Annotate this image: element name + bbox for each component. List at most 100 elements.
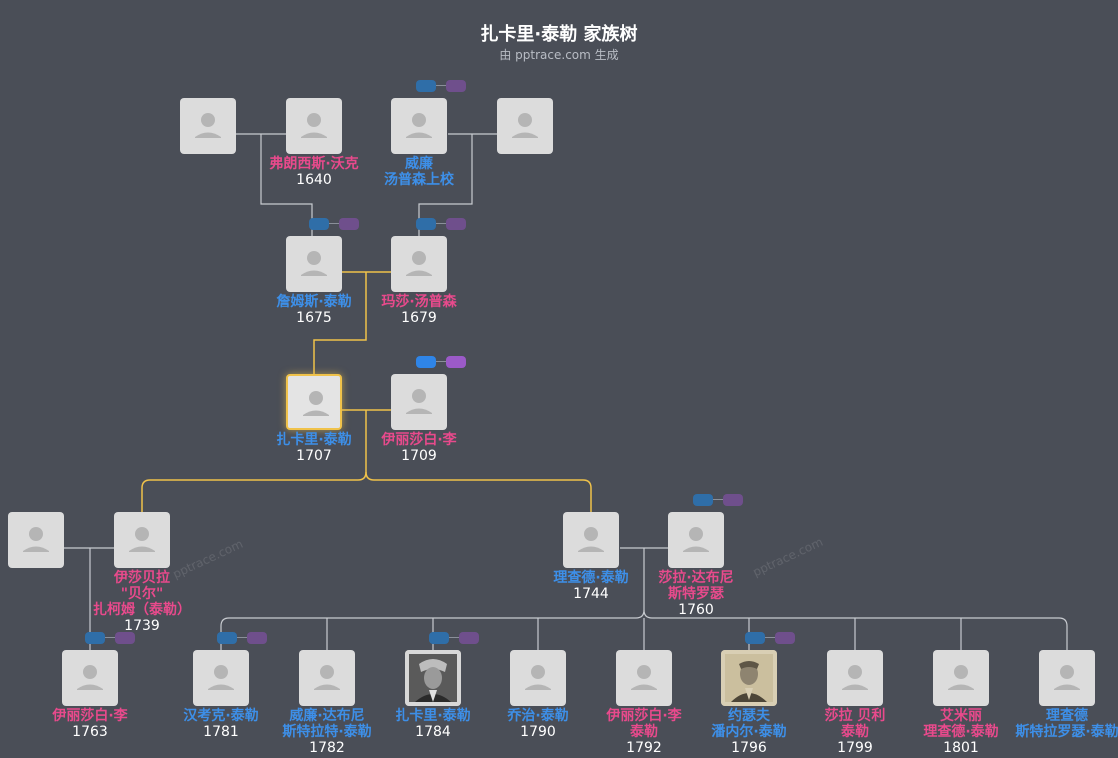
person-name[interactable]: 理查德·泰勒 bbox=[553, 570, 629, 586]
person-name[interactable]: 扎卡里·泰勒 bbox=[276, 432, 352, 448]
relationship-toggle[interactable] bbox=[217, 632, 277, 644]
person-name[interactable]: 汉考克·泰勒 bbox=[183, 708, 259, 724]
person-name[interactable]: 伊丽莎白·李 bbox=[52, 708, 128, 724]
person-avatar-icon[interactable] bbox=[286, 374, 342, 430]
female-line-toggle-icon[interactable] bbox=[446, 356, 466, 368]
lineage-line bbox=[141, 410, 367, 512]
person-avatar-icon[interactable] bbox=[510, 650, 566, 706]
female-line-toggle-icon[interactable] bbox=[339, 218, 359, 230]
children-bar bbox=[643, 609, 1068, 650]
male-line-toggle-icon[interactable] bbox=[693, 494, 713, 506]
person-birth-year: 1763 bbox=[72, 724, 108, 740]
person-avatar-icon[interactable] bbox=[286, 98, 342, 154]
female-line-toggle-icon[interactable] bbox=[247, 632, 267, 644]
person-name[interactable]: 莎拉·达布尼 斯特罗瑟 bbox=[658, 570, 734, 602]
person-avatar-icon[interactable] bbox=[286, 236, 342, 292]
person-avatar-icon[interactable] bbox=[114, 512, 170, 568]
male-line-toggle-icon[interactable] bbox=[416, 356, 436, 368]
female-line-toggle-icon[interactable] bbox=[775, 632, 795, 644]
male-line-toggle-icon[interactable] bbox=[85, 632, 105, 644]
male-line-toggle-icon[interactable] bbox=[309, 218, 329, 230]
toggle-link bbox=[765, 637, 775, 638]
male-line-toggle-icon[interactable] bbox=[217, 632, 237, 644]
male-line-toggle-icon[interactable] bbox=[429, 632, 449, 644]
person-avatar-icon[interactable] bbox=[827, 650, 883, 706]
female-line-toggle-icon[interactable] bbox=[446, 218, 466, 230]
male-line-toggle-icon[interactable] bbox=[416, 218, 436, 230]
lineage-line bbox=[365, 471, 592, 512]
person-birth-year: 1744 bbox=[573, 586, 609, 602]
person-name[interactable]: 约瑟夫 潘内尔·泰勒 bbox=[711, 708, 787, 740]
person-name[interactable]: 伊莎贝拉 "贝尔" 扎柯姆（泰勒） bbox=[93, 570, 191, 618]
person-avatar-icon[interactable] bbox=[62, 650, 118, 706]
person-birth-year: 1799 bbox=[837, 740, 873, 756]
person-avatar-icon[interactable] bbox=[616, 650, 672, 706]
person-birth-year: 1739 bbox=[124, 618, 160, 634]
person-birth-year: 1640 bbox=[296, 172, 332, 188]
person-birth-year: 1760 bbox=[678, 602, 714, 618]
relationship-toggle[interactable] bbox=[85, 632, 145, 644]
toggle-link bbox=[436, 85, 446, 86]
page-title: 扎卡里·泰勒 家族树 bbox=[480, 24, 638, 45]
male-line-toggle-icon[interactable] bbox=[416, 80, 436, 92]
toggle-link bbox=[713, 499, 723, 500]
person-name[interactable]: 伊丽莎白·李 bbox=[381, 432, 457, 448]
person-birth-year: 1801 bbox=[943, 740, 979, 756]
lineage-line bbox=[313, 272, 367, 374]
person-birth-year: 1796 bbox=[731, 740, 767, 756]
female-line-toggle-icon[interactable] bbox=[446, 80, 466, 92]
person-avatar-icon[interactable] bbox=[391, 98, 447, 154]
person-avatar-icon[interactable] bbox=[8, 512, 64, 568]
relationship-toggle[interactable] bbox=[309, 218, 369, 230]
person-name[interactable]: 詹姆斯·泰勒 bbox=[276, 294, 352, 310]
person-birth-year: 1709 bbox=[401, 448, 437, 464]
person-avatar-icon[interactable] bbox=[193, 650, 249, 706]
person-name[interactable]: 伊丽莎白·李 泰勒 bbox=[606, 708, 682, 740]
person-avatar-icon[interactable] bbox=[180, 98, 236, 154]
person-birth-year: 1707 bbox=[296, 448, 332, 464]
toggle-link bbox=[329, 223, 339, 224]
female-line-toggle-icon[interactable] bbox=[723, 494, 743, 506]
person-name[interactable]: 弗朗西斯·沃克 bbox=[269, 156, 359, 172]
person-name[interactable]: 莎拉 贝利 泰勒 bbox=[824, 708, 886, 740]
person-photo[interactable] bbox=[721, 650, 777, 706]
person-birth-year: 1790 bbox=[520, 724, 556, 740]
relationship-toggle[interactable] bbox=[416, 218, 476, 230]
relationship-toggle[interactable] bbox=[693, 494, 753, 506]
person-birth-year: 1792 bbox=[626, 740, 662, 756]
person-birth-year: 1784 bbox=[415, 724, 451, 740]
person-birth-year: 1782 bbox=[309, 740, 345, 756]
person-name[interactable]: 理查德 斯特拉罗瑟·泰勒 bbox=[1015, 708, 1118, 740]
female-line-toggle-icon[interactable] bbox=[115, 632, 135, 644]
person-avatar-icon[interactable] bbox=[563, 512, 619, 568]
person-name[interactable]: 乔治·泰勒 bbox=[507, 708, 569, 724]
person-birth-year: 1679 bbox=[401, 310, 437, 326]
person-avatar-icon[interactable] bbox=[668, 512, 724, 568]
person-avatar-icon[interactable] bbox=[933, 650, 989, 706]
person-name[interactable]: 玛莎·汤普森 bbox=[381, 294, 457, 310]
lineage-highlight-lines bbox=[141, 271, 592, 512]
person-name[interactable]: 威廉 汤普森上校 bbox=[384, 156, 454, 188]
toggle-link bbox=[449, 637, 459, 638]
person-name[interactable]: 威廉·达布尼 斯特拉特·泰勒 bbox=[282, 708, 372, 740]
toggle-link bbox=[105, 637, 115, 638]
person-photo[interactable] bbox=[405, 650, 461, 706]
page-subtitle: 由 pptrace.com 生成 bbox=[499, 48, 619, 62]
relationship-toggle[interactable] bbox=[429, 632, 489, 644]
person-avatar-icon[interactable] bbox=[391, 374, 447, 430]
person-avatar-icon[interactable] bbox=[1039, 650, 1095, 706]
toggle-link bbox=[436, 361, 446, 362]
female-line-toggle-icon[interactable] bbox=[459, 632, 479, 644]
male-line-toggle-icon[interactable] bbox=[745, 632, 765, 644]
person-name[interactable]: 艾米丽 理查德·泰勒 bbox=[923, 708, 999, 740]
person-avatar-icon[interactable] bbox=[391, 236, 447, 292]
person-name[interactable]: 扎卡里·泰勒 bbox=[395, 708, 471, 724]
relationship-toggle[interactable] bbox=[416, 356, 476, 368]
relationship-toggle[interactable] bbox=[745, 632, 805, 644]
relationship-toggle[interactable] bbox=[416, 80, 476, 92]
person-avatar-icon[interactable] bbox=[497, 98, 553, 154]
toggle-link bbox=[237, 637, 247, 638]
person-birth-year: 1781 bbox=[203, 724, 239, 740]
person-avatar-icon[interactable] bbox=[299, 650, 355, 706]
